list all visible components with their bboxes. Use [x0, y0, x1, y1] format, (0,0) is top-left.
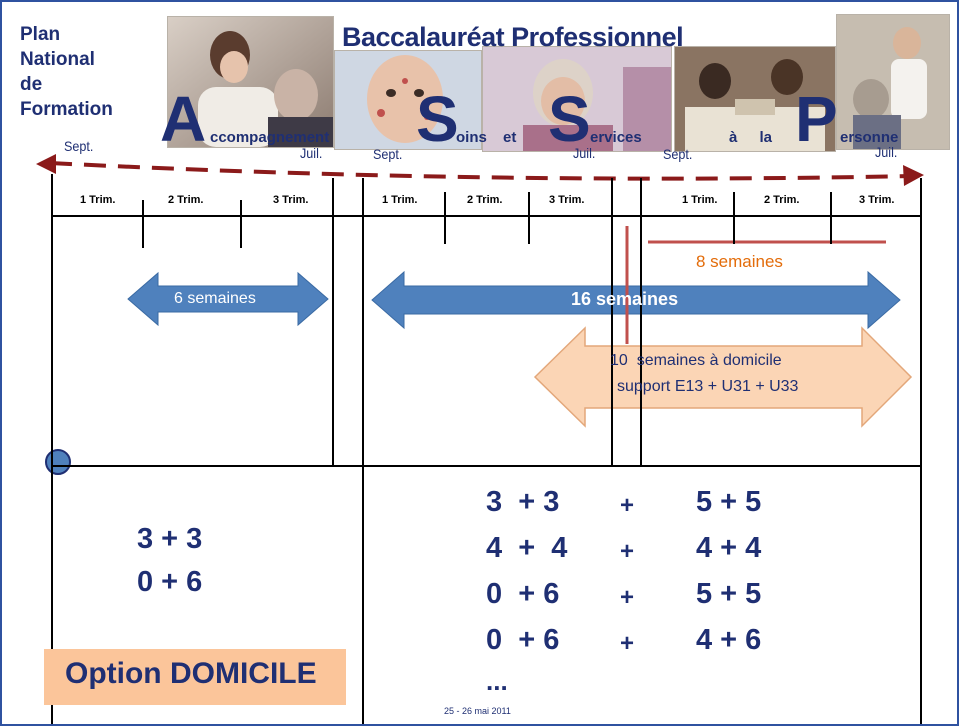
- main-title: Baccalauréat Professionnel: [342, 22, 684, 52]
- trimester-tick: [733, 192, 735, 244]
- trimester-label: 1 Trim.: [80, 194, 116, 206]
- sixteen-weeks-arrow: [371, 270, 901, 330]
- six-weeks-label: 6 semaines: [174, 290, 256, 307]
- left-header-line: National: [20, 49, 95, 70]
- child-photo: [334, 50, 482, 150]
- acronym-letter-p: P: [795, 83, 838, 155]
- trimester-label: 3 Trim.: [273, 194, 309, 206]
- acronym-word-soins: oins: [456, 129, 487, 146]
- trimester-label: 3 Trim.: [859, 194, 895, 206]
- left-header-line: de: [20, 74, 43, 95]
- acronym-letter-s1: S: [416, 83, 459, 155]
- grid-line: [640, 178, 642, 467]
- domicile-label-line1: 10 semaines à domicile: [610, 352, 782, 369]
- trimester-label: 2 Trim.: [764, 194, 800, 206]
- left-combination: 0 + 6: [137, 566, 203, 598]
- trimester-label: 1 Trim.: [682, 194, 718, 206]
- option-domicile-label: Option DOMICILE: [65, 657, 317, 690]
- combination-plus: +: [620, 630, 635, 657]
- grid-line: [51, 174, 53, 724]
- dashed-arrow-left-head: [36, 154, 56, 174]
- trimester-tick: [528, 192, 530, 244]
- acronym-connector-et: et: [503, 129, 517, 146]
- combination-right-part: 5 + 5: [696, 578, 762, 610]
- trimester-label: 2 Trim.: [467, 194, 503, 206]
- trimester-tick: [142, 200, 144, 248]
- sixteen-weeks-label: 16 semaines: [571, 289, 679, 309]
- grid-line: [362, 178, 364, 724]
- trimester-tick: [240, 200, 242, 248]
- option-domicile-box: [44, 649, 346, 705]
- eight-weeks-label: 8 semaines: [696, 252, 783, 271]
- trimester-label: 1 Trim.: [382, 194, 418, 206]
- left-header-line: Plan: [20, 24, 61, 45]
- acronym-letter-a: A: [160, 83, 207, 155]
- grid-line: [51, 465, 922, 467]
- grid-line: [332, 178, 334, 467]
- care-photo-1: [167, 16, 334, 148]
- acronym-word-services: ervices: [590, 129, 642, 146]
- timeline-dashed-arrow: [49, 161, 913, 181]
- trimester-tick: [830, 192, 832, 244]
- combination-left-part: 0 + 6: [486, 624, 560, 656]
- combination-plus: +: [620, 584, 635, 611]
- month-label: Sept.: [64, 138, 94, 154]
- acronym-word-personne: ersonne: [840, 129, 899, 146]
- combination-left-part: 3 + 3: [486, 486, 560, 518]
- combination-right-part: 5 + 5: [696, 486, 762, 518]
- domicile-label-line2: support E13 + U31 + U33: [617, 378, 799, 395]
- left-header-line: Formation: [20, 99, 113, 120]
- month-label: Juil.: [875, 144, 898, 160]
- month-label: Sept.: [663, 146, 693, 162]
- grid-line: [920, 178, 922, 724]
- acronym-letter-s2: S: [548, 83, 591, 155]
- trimester-label: 3 Trim.: [549, 194, 585, 206]
- grid-line: [51, 215, 922, 217]
- dashed-arrow-right-head: [903, 165, 924, 186]
- left-combination: 3 + 3: [137, 523, 203, 555]
- grid-line: [611, 178, 613, 467]
- domicile-arrow: [533, 326, 913, 428]
- students-photo: [674, 46, 836, 152]
- month-label: Juil.: [573, 145, 596, 161]
- month-label: Juil.: [300, 145, 323, 161]
- combination-right-part: 4 + 6: [696, 624, 762, 656]
- month-label: Sept.: [373, 146, 403, 162]
- six-weeks-arrow: [127, 271, 329, 327]
- timeline-start-dot: [45, 449, 71, 475]
- combination-left-part: 0 + 6: [486, 578, 560, 610]
- slide-date: 25 - 26 mai 2011: [444, 706, 511, 716]
- left-header-title: Plan National de Formation: [20, 22, 113, 122]
- combination-plus: +: [620, 538, 635, 565]
- combination-plus: +: [620, 492, 635, 519]
- acronym-connector-a-la: à la: [729, 129, 773, 146]
- combination-left-part: 4 + 4: [486, 532, 568, 564]
- combination-ellipsis: ...: [486, 666, 508, 696]
- trimester-tick: [444, 192, 446, 244]
- combination-right-part: 4 + 4: [696, 532, 762, 564]
- elderly-photo: [482, 46, 672, 152]
- acronym-word-accompagnement: ccompagnement: [210, 129, 330, 146]
- nurse-photo: [836, 14, 950, 150]
- trimester-label: 2 Trim.: [168, 194, 204, 206]
